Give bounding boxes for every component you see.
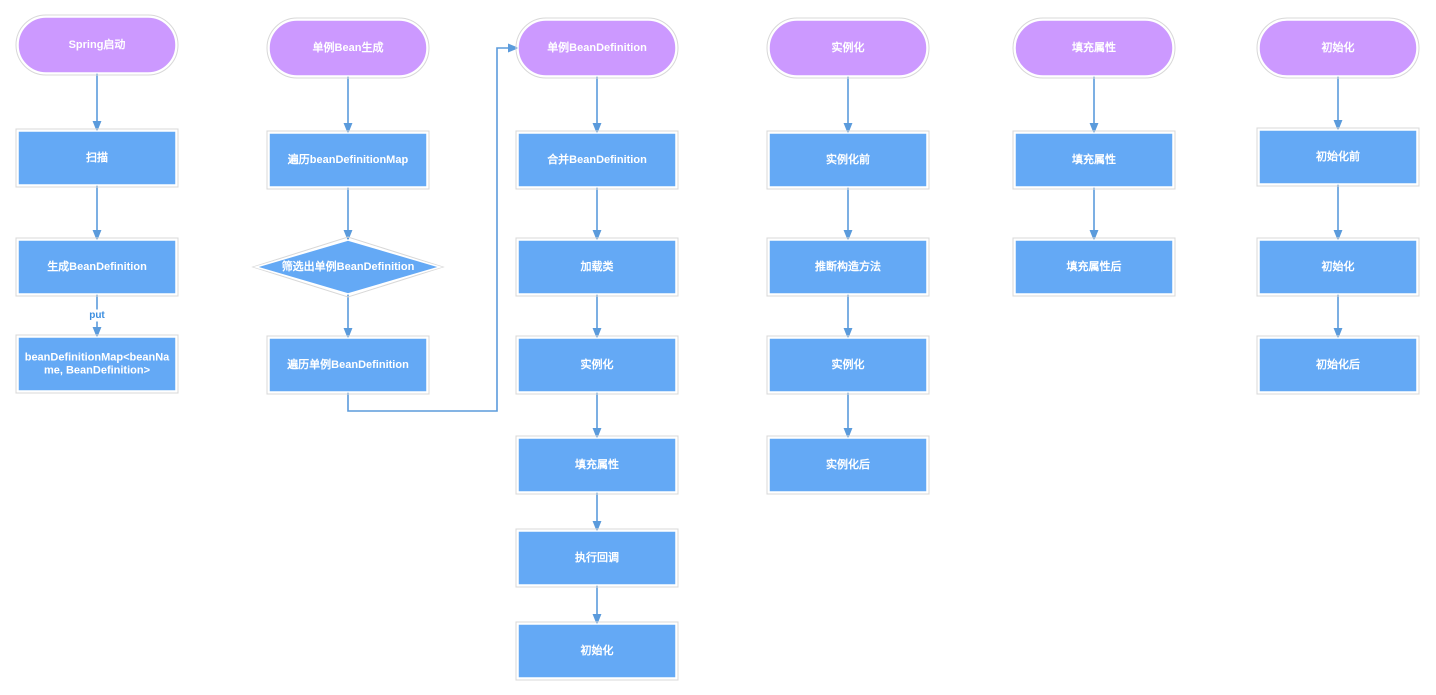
process-node[interactable]: 生成BeanDefinition [15,237,179,297]
node-label: 单例BeanDefinition [547,40,647,54]
flow-column-3: 单例BeanDefinition 合并BeanDefinition 加载类实例化填充… [515,17,679,681]
node-label: 填充属性后 [1067,259,1122,273]
node-label: 加载类 [580,259,615,273]
process-node[interactable]: 实例化 [515,335,679,395]
process-node[interactable]: 填充属性 [1012,130,1176,190]
process-node[interactable]: 实例化 [766,335,930,395]
process-node[interactable]: 填充属性后 [1012,237,1176,297]
process-node[interactable]: 合并BeanDefinition [515,130,679,190]
node-label: 筛选出单例BeanDefinition [282,259,415,273]
process-node[interactable]: 初始化 [515,621,679,681]
node-label: 初始化后 [1316,357,1360,371]
node-label: Spring启动 [69,37,126,51]
connector-arrow [347,43,520,412]
header-terminal[interactable]: 单例BeanDefinition [515,17,679,79]
node-label: 实例化 [832,357,865,371]
node-label: 填充属性 [1072,152,1116,166]
header-terminal[interactable]: 实例化 [766,17,930,79]
header-terminal[interactable]: Spring启动 [15,14,179,76]
node-label: 实例化后 [826,457,870,471]
decision-node[interactable]: 筛选出单例BeanDefinition [251,236,445,298]
node-label: 执行回调 [575,550,619,564]
node-label: 填充属性 [575,457,619,471]
node-label: 实例化前 [826,152,870,166]
node-label: 扫描 [86,150,108,164]
process-node[interactable]: 加载类 [515,237,679,297]
process-node[interactable]: 初始化 [1256,237,1420,297]
node-label: 初始化前 [1316,149,1360,163]
process-node[interactable]: 推断构造方法 [766,237,930,297]
process-node[interactable]: 初始化后 [1256,335,1420,395]
node-label: 遍历beanDefinitionMap [287,152,409,166]
header-terminal[interactable]: 单例Bean生成 [266,17,430,79]
node-label: 实例化 [581,357,614,371]
process-node[interactable]: 扫描 [15,128,179,188]
process-node[interactable]: 遍历beanDefinitionMap [266,130,430,190]
header-terminal[interactable]: 初始化 [1256,17,1420,79]
process-node[interactable]: 实例化后 [766,435,930,495]
process-node[interactable]: 初始化前 [1256,127,1420,187]
node-label: 初始化 [581,643,614,657]
node-label: 遍历单例BeanDefinition [286,357,409,371]
node-label: 生成BeanDefinition [47,259,147,273]
node-label: 单例Bean生成 [313,40,384,54]
node-label: 推断构造方法 [815,259,881,273]
node-label: 实例化 [832,40,865,54]
process-node[interactable]: 填充属性 [515,435,679,495]
edge-label: put [89,310,105,321]
process-node[interactable]: 遍历单例BeanDefinition [266,335,430,395]
process-node[interactable]: 实例化前 [766,130,930,190]
node-label: 合并BeanDefinition [547,152,647,166]
node-label: 初始化 [1322,40,1355,54]
node-label: 初始化 [1322,259,1355,273]
process-node[interactable]: 执行回调 [515,528,679,588]
header-terminal[interactable]: 填充属性 [1012,17,1176,79]
node-label: 填充属性 [1072,40,1116,54]
